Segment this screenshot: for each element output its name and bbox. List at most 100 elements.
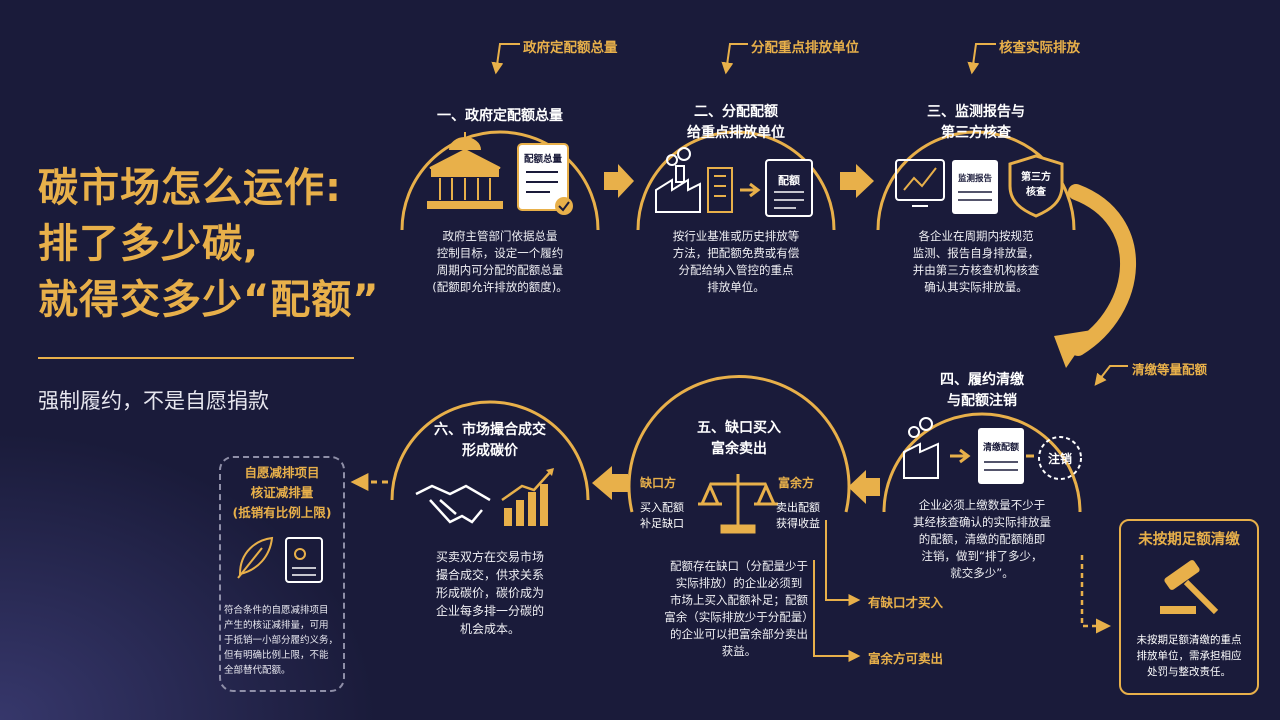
step-2-desc-line: 方法，把配额免费或有偿 <box>672 246 800 260</box>
step-5-desc-line: 获益。 <box>721 644 757 658</box>
step-5-description: 配额存在缺口（分配量少于 实际排放）的企业必须到 市场上买入配额补足；配额 富余… <box>644 558 834 660</box>
step-2-arc <box>636 130 836 231</box>
step-6-desc-line: 企业每多排一分碳的 <box>435 604 544 618</box>
allocation-label: 配额 <box>778 174 800 187</box>
offset-desc-line: 但有明确比例上限，不能 <box>224 650 329 661</box>
branch-line-buy <box>825 520 861 606</box>
branch-label-buy: 有缺口才买入 <box>868 595 944 610</box>
step-2-desc-line: 按行业基准或历史排放等 <box>672 229 800 243</box>
surplus-party-label: 富余方 <box>778 476 815 490</box>
step-2-title-line: 给重点排放单位 <box>687 125 785 141</box>
step-5-desc-line: 的企业可以把富余部分卖出 <box>670 627 808 641</box>
step-4-description: 企业必须上缴数量不少于 其经核查确认的实际排放量 的配额，清缴的配额随即 注销，… <box>892 497 1072 582</box>
deficit-desc-line: 补足缺口 <box>640 517 684 530</box>
step-1-desc-line: 政府主管部门依据总量 <box>442 229 558 243</box>
third-party-verification-label: 第三方 核查 <box>1014 170 1058 200</box>
monitoring-report-label: 监测报告 <box>957 174 992 184</box>
step-5-desc-line: 富余（实际排放少于分配量） <box>664 610 814 624</box>
top-label-1: 政府定配额总量 <box>523 40 618 56</box>
step-4-desc-line: 其经核查确认的实际排放量 <box>913 515 1051 529</box>
step-5-title: 五、缺口买入 富余卖出 <box>659 418 819 460</box>
certificate-document-icon <box>285 537 323 583</box>
offset-desc-line: 全部替代配额。 <box>224 665 291 676</box>
quota-document-icon <box>517 143 573 215</box>
penalty-description: 未按期足额清缴的重点 排放单位，需承担相应 处罚与整改责任。 <box>1125 632 1253 680</box>
step-2-title: 二、分配配额 给重点排放单位 <box>656 102 816 144</box>
step-2-desc-line: 分配给纳入管控的重点 <box>678 263 794 277</box>
step-1-title: 一、政府定配额总量 <box>420 106 580 127</box>
arrow-right-icon <box>950 448 971 464</box>
arrow-5-6 <box>592 466 628 500</box>
main-title-line: 排了多少碳, <box>38 221 260 267</box>
cancel-label: 注销 <box>1047 452 1072 466</box>
subtitle: 强制履约，不是自愿捐款 <box>38 389 269 413</box>
penalty-connector <box>1080 555 1111 634</box>
allocation-document-icon <box>765 159 813 217</box>
step-3-title-line: 第三方核查 <box>941 125 1011 141</box>
quota-total-label: 配额总量 <box>523 154 562 165</box>
offset-title-line: 核证减排量 <box>250 485 314 500</box>
third-party-label-line: 核查 <box>1026 187 1046 198</box>
step-6-title-line: 形成碳价 <box>462 443 518 459</box>
main-title: 碳市场怎么运作: 排了多少碳, 就得交多少“配额” <box>38 160 388 328</box>
surrender-quota-label: 清缴配额 <box>982 443 1019 453</box>
step-5-desc-line: 实际排放）的企业必须到 <box>675 576 803 590</box>
step-1-desc-line: 周期内可分配的配额总量 <box>436 263 564 277</box>
surrender-document-icon <box>978 428 1024 484</box>
title-divider <box>38 357 354 359</box>
top-label-2: 分配重点排放单位 <box>751 40 859 56</box>
arrow-3-4 <box>1068 184 1136 356</box>
top-label-3: 核查实际排放 <box>999 40 1080 56</box>
offset-desc-line: 符合条件的自愿减排项目 <box>224 605 329 616</box>
branch-label-sell: 富余方可卖出 <box>868 651 944 666</box>
surplus-desc-line: 卖出配额 <box>776 501 820 514</box>
report-document-icon <box>952 160 998 214</box>
monitor-chart-icon <box>895 159 945 207</box>
penalty-desc-line: 未按期足额清缴的重点 <box>1136 634 1242 646</box>
step-4-title-line: 与配额注销 <box>947 393 1017 409</box>
factory-emission-icon <box>903 417 939 479</box>
deficit-desc-line: 买入配额 <box>640 501 684 514</box>
offset-title: 自愿减排项目 核证减排量 (抵销有比例上限) <box>221 463 343 523</box>
step-1-title-line: 一、政府定配额总量 <box>437 108 563 124</box>
voluntary-offset-box <box>219 456 345 692</box>
penalty-box <box>1119 519 1259 695</box>
offset-desc-line: 于抵销一小部分履约义务， <box>224 635 339 646</box>
leaf-icon <box>237 536 274 579</box>
rising-chart-icon <box>501 468 554 526</box>
step-5-title-line: 富余卖出 <box>711 441 767 457</box>
step-1-description: 政府主管部门依据总量 控制目标，设定一个履约 周期内可分配的配额总量 (配额即允… <box>410 228 590 296</box>
step-1-desc-line: 控制目标，设定一个履约 <box>436 246 564 260</box>
step-6-desc-line: 买卖双方在交易市场 <box>435 550 544 564</box>
deficit-party-description: 买入配额 补足缺口 <box>634 500 690 532</box>
arrow-right-icon <box>740 182 761 198</box>
step-4-arc <box>882 412 1082 513</box>
penalty-desc-line: 排放单位，需承担相应 <box>1136 650 1242 662</box>
step-2-desc-line: 排放单位。 <box>707 280 765 294</box>
step-3-title-line: 三、监测报告与 <box>927 104 1025 120</box>
handshake-icon <box>415 484 491 524</box>
step-6-desc-line: 撮合成交，供求关系 <box>435 568 544 582</box>
top-label-arrow-2 <box>721 43 748 75</box>
cancel-circle-icon <box>1038 436 1082 480</box>
step-5-desc-line: 配额存在缺口（分配量少于 <box>670 559 808 573</box>
penalty-desc-line: 处罚与整改责任。 <box>1147 666 1231 678</box>
step-1-arc <box>400 130 600 231</box>
step-3-desc-line: 并由第三方核查机构核查 <box>912 263 1040 277</box>
main-title-line: 就得交多少“配额” <box>38 277 380 323</box>
step-4-desc-line: 的配额，清缴的配额随即 <box>918 532 1046 546</box>
step-6-description: 买卖双方在交易市场 撮合成交，供求关系 形成碳价，碳价成为 企业每多排一分碳的 … <box>400 548 580 638</box>
step-4-title-line: 四、履约清缴 <box>940 372 1024 388</box>
offset-title-line: (抵销有比例上限) <box>232 505 332 520</box>
offset-desc-line: 产生的核证减排量，可用 <box>224 620 329 631</box>
step-3-desc-line: 各企业在周期内按规范 <box>918 229 1034 243</box>
step-3-desc-line: 确认其实际排放量。 <box>924 280 1028 294</box>
balance-scale-icon <box>698 474 778 534</box>
step-4-title: 四、履约清缴 与配额注销 <box>902 370 1062 412</box>
step-2-title-line: 二、分配配额 <box>694 104 778 120</box>
offset-title-line: 自愿减排项目 <box>244 465 320 480</box>
offset-description: 符合条件的自愿减排项目 产生的核证减排量，可用 于抵销一小部分履约义务， 但有明… <box>224 603 342 678</box>
surplus-party-description: 卖出配额 获得收益 <box>770 500 826 532</box>
step-5-title-line: 五、缺口买入 <box>697 420 781 436</box>
